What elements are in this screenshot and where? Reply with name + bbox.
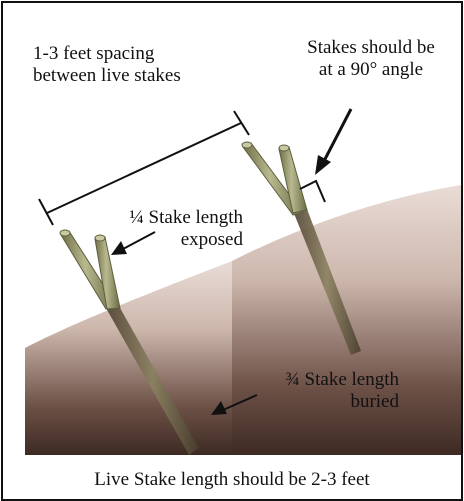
arrow-exposed xyxy=(111,231,156,255)
caption-text: Live Stake length should be 2-3 feet xyxy=(94,469,370,490)
exposed-label-line2: exposed xyxy=(180,229,243,250)
live-stake-illustration xyxy=(25,108,461,455)
spacing-label: 1-3 feet spacing between live stakes xyxy=(33,43,181,87)
left-stake-exposed xyxy=(59,229,121,310)
left-stake-buried xyxy=(106,308,199,455)
caption: Live Stake length should be 2-3 feet xyxy=(3,469,461,491)
exposed-label: ¼ Stake length exposed xyxy=(113,207,243,251)
arrow-angle xyxy=(315,108,353,175)
buried-label-line2: buried xyxy=(350,391,399,412)
exposed-label-line1: ¼ Stake length xyxy=(129,207,243,228)
angle-label-line2: at a 90° angle xyxy=(318,59,424,80)
spacing-label-line2: between live stakes xyxy=(33,65,181,86)
spacing-dimension-line xyxy=(38,110,250,226)
buried-label-line1: ¾ Stake length xyxy=(285,369,399,390)
spacing-label-line1: 1-3 feet spacing xyxy=(33,43,155,64)
buried-label: ¾ Stake length buried xyxy=(239,369,399,413)
right-stake-buried xyxy=(293,209,361,355)
angle-label: Stakes should be at a 90° angle xyxy=(286,37,456,81)
right-angle-marker xyxy=(299,179,326,203)
arrow-buried xyxy=(211,394,258,415)
right-stake-exposed xyxy=(241,141,308,216)
angle-label-line1: Stakes should be xyxy=(307,37,435,58)
soil-left xyxy=(25,261,232,455)
